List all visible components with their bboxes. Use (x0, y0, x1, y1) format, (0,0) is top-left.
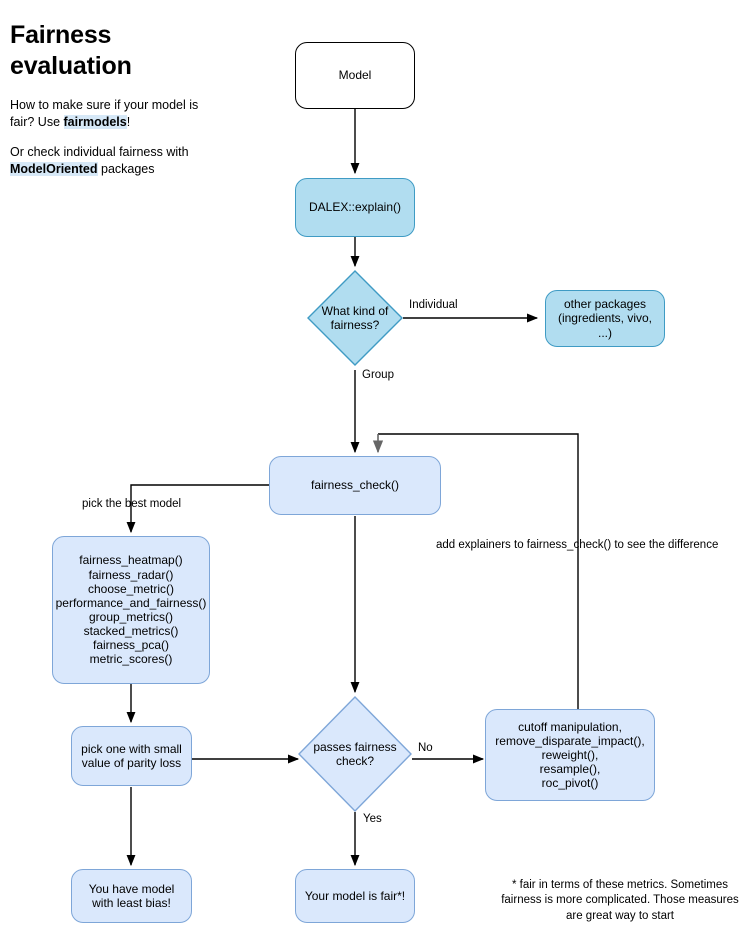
node-mitigation-methods[interactable]: cutoff manipulation, remove_disparate_im… (485, 709, 655, 801)
edge-label-add-explainers: add explainers to fairness_check() to se… (436, 539, 719, 551)
node-plot-functions[interactable]: fairness_heatmap() fairness_radar() choo… (52, 536, 210, 684)
node-pick-small-parity-loss[interactable]: pick one with small value of parity loss (71, 726, 192, 786)
page-title: Fairness evaluation (10, 21, 132, 80)
modeloriented-highlight: ModelOriented (10, 161, 98, 176)
node-plot-functions-label: fairness_heatmap() fairness_radar() choo… (55, 553, 207, 667)
edge-label-no: No (418, 742, 433, 754)
intro-paragraph-1: How to make sure if your model is fair? … (10, 97, 200, 130)
node-model-label: Model (338, 68, 372, 83)
node-kind-label: What kind of fairness? (321, 303, 389, 332)
node-dalex-label: DALEX::explain() (308, 200, 402, 215)
edge-label-yes: Yes (363, 813, 382, 825)
node-pick-small-parity-label: pick one with small value of parity loss (81, 741, 182, 770)
diamond-shape-kind (307, 270, 403, 366)
header-panel: Fairness evaluation How to make sure if … (10, 20, 200, 192)
node-passes-fairness-check[interactable]: passes fairness check? (298, 696, 412, 812)
fairmodels-highlight: fairmodels (63, 114, 127, 129)
node-fairness-check[interactable]: fairness_check() (269, 456, 441, 515)
edge-label-individual: Individual (409, 299, 458, 311)
footnote-text: * fair in terms of these metrics. Someti… (501, 879, 739, 922)
node-dalex-explain[interactable]: DALEX::explain() (295, 178, 415, 237)
node-other-packages-label: other packages (ingredients, vivo, ...) (557, 297, 653, 340)
node-model-is-fair-label: Your model is fair*! (304, 888, 406, 903)
edge-label-pick-the-best-model: pick the best model (82, 498, 182, 510)
intro-paragraph-2: Or check individual fairness with ModelO… (10, 144, 200, 177)
node-model-is-fair[interactable]: Your model is fair*! (295, 869, 415, 923)
intro-1-pre: How to make sure if your model is fair? … (10, 98, 199, 129)
edge-label-group: Group (362, 369, 394, 381)
node-least-bias[interactable]: You have model with least bias! (71, 869, 192, 923)
diamond-shape-passes (298, 696, 412, 812)
intro-1-post: ! (126, 114, 131, 129)
intro-2-post: packages (97, 161, 155, 176)
node-what-kind-of-fairness[interactable]: What kind of fairness? (307, 270, 403, 366)
node-other-packages[interactable]: other packages (ingredients, vivo, ...) (545, 290, 665, 347)
node-model[interactable]: Model (295, 42, 415, 109)
node-passes-label: passes fairness check? (313, 739, 397, 768)
node-fairness-check-label: fairness_check() (310, 478, 400, 493)
intro-2-pre: Or check individual fairness with (10, 145, 189, 160)
node-mitigation-label: cutoff manipulation, remove_disparate_im… (495, 719, 645, 791)
node-least-bias-label: You have model with least bias! (88, 881, 175, 910)
